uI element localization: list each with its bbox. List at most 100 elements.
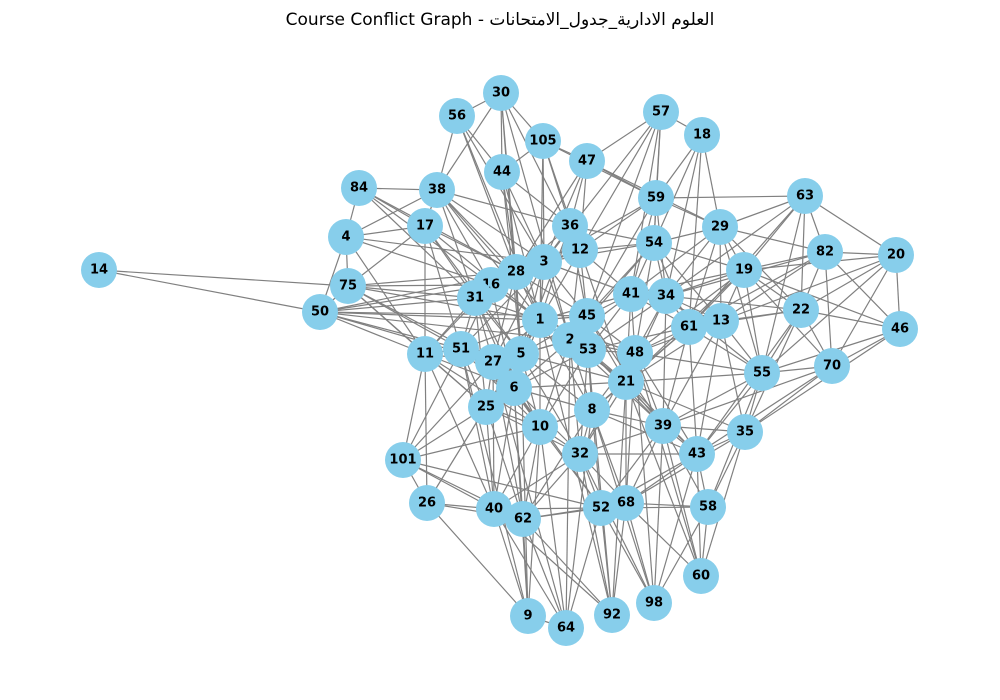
node-label-64: 64	[557, 621, 575, 636]
edge-38-16	[436, 189, 492, 286]
node-circle-40	[476, 491, 512, 527]
node-circle-12	[562, 232, 598, 268]
node-circle-43	[679, 436, 715, 472]
node-30: 30	[483, 75, 519, 111]
node-70: 70	[814, 348, 850, 384]
node-circle-57	[643, 94, 679, 130]
node-circle-27	[475, 344, 511, 380]
node-label-47: 47	[578, 154, 596, 169]
edge-98-39	[653, 425, 664, 604]
node-58: 58	[690, 489, 726, 525]
edge-39-60	[662, 425, 702, 577]
node-circle-56	[439, 98, 475, 134]
node-label-17: 17	[416, 219, 434, 234]
node-label-46: 46	[891, 322, 909, 337]
node-circle-44	[484, 154, 520, 190]
edge-6-21	[513, 381, 627, 389]
node-circle-9	[510, 598, 546, 634]
edge-70-35	[744, 365, 833, 433]
node-circle-98	[636, 585, 672, 621]
node-label-36: 36	[561, 219, 579, 234]
node-label-22: 22	[792, 303, 810, 318]
edge-38-36	[436, 189, 571, 227]
node-circle-20	[878, 237, 914, 273]
edge-84-31	[358, 187, 476, 299]
node-label-53: 53	[579, 343, 597, 358]
edge-47-28	[515, 160, 588, 273]
node-label-8: 8	[587, 403, 596, 418]
edge-11-26	[424, 353, 428, 504]
edge-5-32	[520, 353, 581, 455]
node-label-58: 58	[699, 500, 717, 515]
edge-18-54	[653, 134, 703, 244]
edge-29-55	[719, 226, 763, 374]
node-64: 64	[548, 610, 584, 646]
node-31: 31	[457, 280, 493, 316]
node-circle-4	[328, 219, 364, 255]
edge-58-98	[653, 506, 709, 604]
node-label-21: 21	[617, 375, 635, 390]
node-25: 25	[468, 389, 504, 425]
node-label-1: 1	[535, 313, 544, 328]
edge-63-34	[665, 195, 806, 297]
node-circle-19	[726, 252, 762, 288]
node-13: 13	[703, 303, 739, 339]
node-label-70: 70	[823, 359, 841, 374]
edge-59-63	[655, 195, 806, 199]
edge-82-70	[824, 251, 833, 367]
node-label-55: 55	[753, 366, 771, 381]
node-circle-8	[574, 392, 610, 428]
node-circle-6	[496, 370, 532, 406]
node-label-101: 101	[389, 453, 416, 468]
edge-50-1	[319, 311, 541, 321]
node-47: 47	[569, 143, 605, 179]
edge-52-98	[600, 507, 655, 604]
node-label-51: 51	[452, 342, 470, 357]
node-14: 14	[81, 252, 117, 288]
edge-56-28	[456, 115, 517, 273]
node-label-44: 44	[493, 165, 511, 180]
node-21: 21	[608, 364, 644, 400]
edge-18-34	[665, 134, 703, 297]
node-60: 60	[683, 558, 719, 594]
node-label-105: 105	[529, 134, 556, 149]
node-circle-101	[385, 442, 421, 478]
node-circle-64	[548, 610, 584, 646]
edge-51-40	[460, 348, 495, 510]
node-38: 38	[419, 172, 455, 208]
edge-34-22	[665, 295, 802, 311]
edge-38-31	[436, 189, 476, 299]
edge-52-64	[565, 507, 602, 629]
node-circle-60	[683, 558, 719, 594]
edge-13-35	[720, 320, 746, 433]
node-circle-29	[702, 209, 738, 245]
edge-5-21	[520, 353, 627, 383]
edge-48-55	[634, 352, 763, 374]
node-label-48: 48	[626, 346, 644, 361]
edge-34-39	[662, 295, 667, 427]
node-label-3: 3	[539, 255, 548, 270]
node-circle-3	[526, 244, 562, 280]
edge-50-2	[319, 311, 571, 341]
node-circle-84	[341, 170, 377, 206]
chart-title: Course Conflict Graph - العلوم الادارية_…	[285, 10, 715, 30]
edge-29-41	[630, 226, 721, 295]
node-label-27: 27	[484, 355, 502, 370]
node-41: 41	[613, 276, 649, 312]
node-label-6: 6	[509, 381, 518, 396]
node-circle-62	[505, 501, 541, 537]
edge-11-40	[424, 353, 495, 510]
node-51: 51	[443, 331, 479, 367]
node-50: 50	[302, 294, 338, 330]
node-label-28: 28	[507, 265, 525, 280]
node-circle-53	[570, 332, 606, 368]
node-circle-58	[690, 489, 726, 525]
node-32: 32	[562, 436, 598, 472]
edge-62-92	[522, 518, 613, 616]
node-circle-22	[783, 292, 819, 328]
node-label-68: 68	[617, 496, 635, 511]
edge-10-64	[539, 426, 567, 629]
node-circle-30	[483, 75, 519, 111]
node-22: 22	[783, 292, 819, 328]
